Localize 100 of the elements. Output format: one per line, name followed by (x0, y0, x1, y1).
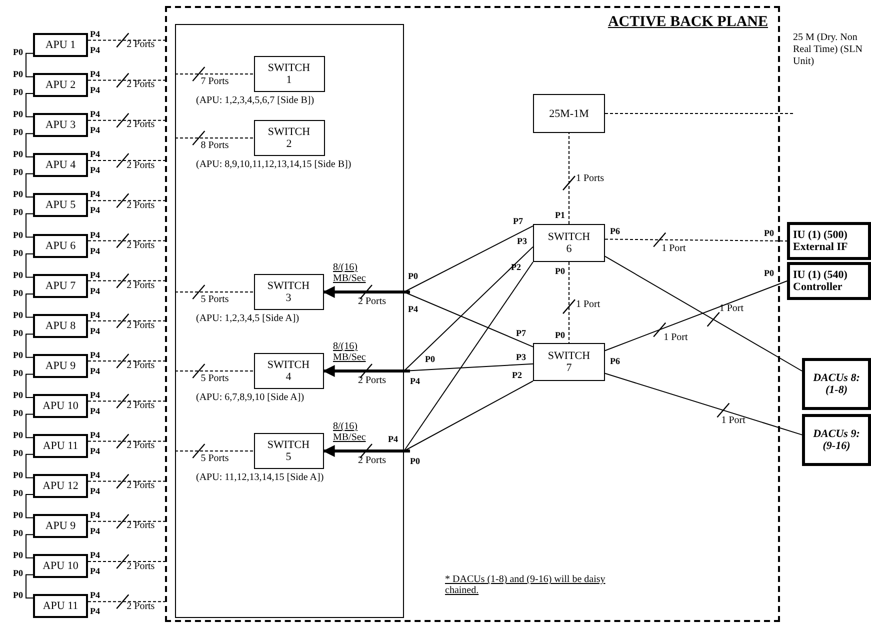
connector-line (404, 225, 534, 292)
port-label: P0 (13, 149, 23, 160)
port-label: P4 (408, 304, 418, 315)
connector-line (88, 200, 166, 202)
port-label: P4 (90, 510, 100, 522)
apu-box (33, 434, 88, 458)
port-label: P0 (13, 230, 23, 240)
port-label: P4 (90, 270, 100, 281)
connector-line (174, 450, 254, 452)
interface-box (787, 222, 871, 260)
node-label: APU 4 (45, 159, 76, 172)
edge-label: 5 Ports (200, 294, 229, 305)
edge-label: 2 Ports (126, 480, 155, 492)
connector-line (604, 256, 802, 372)
chain-link (26, 173, 34, 198)
port-label: P0 (13, 350, 23, 361)
node-caption: (APU: 6,7,8,9,10 [Side A]) (196, 392, 304, 403)
port-label: P4 (90, 326, 100, 337)
connector-line (88, 360, 166, 362)
dacu-box (802, 414, 871, 466)
port-label: P0 (764, 268, 774, 279)
chain-link (26, 93, 34, 118)
edge-label: 2 Ports (126, 320, 155, 331)
port-label: P4 (90, 45, 100, 56)
port-label: P2 (511, 262, 521, 273)
chain-link (26, 534, 34, 558)
port-label: P4 (90, 230, 100, 240)
node-label: APU 10 (42, 560, 78, 572)
port-label: P4 (90, 406, 100, 417)
port-label: P0 (764, 228, 774, 239)
port-label: P0 (408, 271, 418, 282)
connector-line (404, 246, 534, 372)
port-label: P4 (388, 434, 398, 445)
edge-label: 1 Port (721, 415, 746, 426)
port-label: P3 (516, 352, 526, 363)
connector-line (604, 113, 794, 114)
port-label: P0 (13, 189, 23, 200)
footnote: * DACUs (1-8) and (9-16) will be daisy chained. (445, 574, 606, 596)
edge-label: 2 Ports (126, 600, 155, 612)
connector-line (604, 372, 802, 436)
connector-line (88, 520, 166, 522)
node-label: APU 11 (42, 600, 78, 612)
node-label: APU 3 (45, 119, 76, 132)
edge-label: 1 Port (664, 332, 688, 343)
switch-box (533, 224, 605, 262)
node-label: IU (1) (540) Controller (793, 269, 848, 293)
connector-line (88, 40, 166, 41)
edge-label: 5 Ports (200, 453, 229, 464)
connector-line (88, 400, 166, 402)
connector-line (88, 601, 166, 602)
node-label: SWITCH 5 (267, 438, 310, 462)
connector-line (404, 262, 534, 452)
port-label: P0 (13, 590, 23, 602)
port-label: P4 (90, 205, 100, 216)
node-label: APU 11 (42, 440, 78, 452)
port-label: P7 (513, 216, 523, 227)
node-label: SWITCH 4 (267, 358, 310, 382)
edge-label: 2 Ports (126, 119, 155, 130)
connector-line (88, 160, 166, 161)
chain-link (26, 374, 34, 398)
port-label: P4 (410, 376, 420, 387)
port-label: P4 (90, 350, 100, 361)
chain-link (26, 414, 34, 438)
port-label: P0 (13, 109, 23, 120)
rate-label: 8/(16) MB/Sec (333, 421, 366, 443)
port-label: P0 (13, 328, 23, 339)
edge-label: 2 Ports (126, 560, 155, 572)
edge-label: 8 Ports (200, 140, 229, 151)
port-label: P0 (13, 310, 23, 321)
node-label: APU 8 (45, 320, 76, 332)
edge-label: 2 Ports (126, 440, 155, 452)
node-label: DACUs 9: (9-16) (812, 428, 861, 452)
port-label: P7 (516, 328, 526, 339)
port-label: P0 (13, 167, 23, 178)
port-label: P0 (13, 550, 23, 562)
converter-box (533, 94, 605, 133)
port-label: P1 (555, 210, 565, 221)
apu-box (33, 33, 88, 57)
edge-label: 2 Ports (126, 200, 155, 211)
rate-label: 8/(16) MB/Sec (333, 262, 366, 284)
port-label: P4 (90, 29, 100, 40)
edge-label: 7 Ports (200, 76, 229, 87)
node-label: IU (1) (500) External IF (793, 229, 849, 253)
chain-link (26, 294, 34, 318)
port-label: P0 (13, 448, 23, 459)
chain-link (26, 574, 34, 598)
interface-box (787, 262, 871, 300)
apu-box (33, 73, 88, 98)
node-label: SWITCH 7 (548, 350, 590, 374)
apu-box (33, 314, 88, 338)
port-label: P4 (90, 246, 100, 256)
node-label: DACUs 8: (1-8) (812, 372, 861, 396)
chain-link (26, 253, 34, 278)
port-label: P4 (90, 470, 100, 482)
node-label: APU 1 (45, 39, 76, 51)
edge-label: 2 Ports (126, 39, 155, 50)
group-title: ACTIVE BACK PLANE (608, 14, 768, 31)
apu-box (33, 153, 88, 178)
node-label: APU 9 (45, 360, 76, 372)
port-label: P4 (90, 149, 100, 160)
